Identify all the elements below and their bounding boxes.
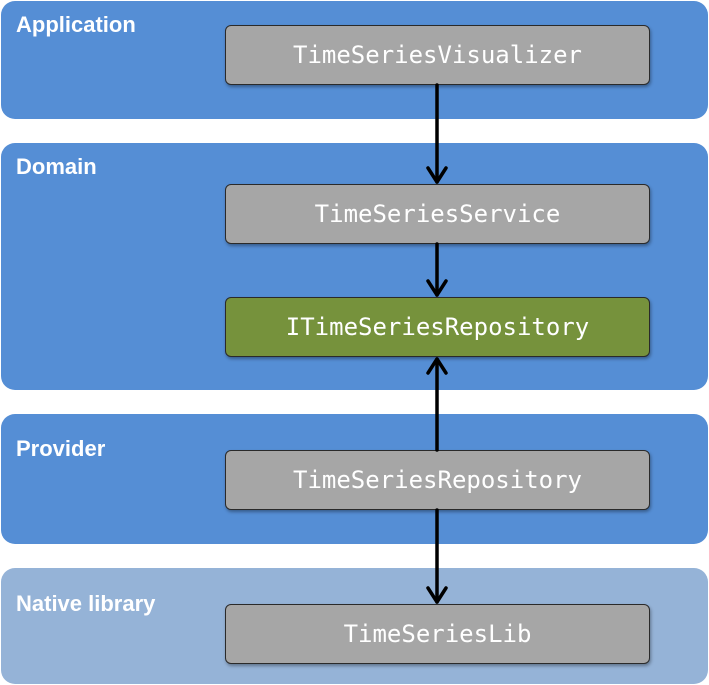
application-layer-label: Application [16, 12, 136, 37]
time-series-repository-node: TimeSeriesRepository [225, 450, 650, 510]
time-series-visualizer-node: TimeSeriesVisualizer [225, 25, 650, 85]
provider-layer-label: Provider [16, 436, 106, 461]
native-library-layer-label: Native library [16, 591, 156, 616]
time-series-service-node: TimeSeriesService [225, 184, 650, 244]
domain-layer-label: Domain [16, 154, 97, 179]
time-series-lib-node: TimeSeriesLib [225, 604, 650, 664]
itime-series-repository-node: ITimeSeriesRepository [225, 297, 650, 357]
